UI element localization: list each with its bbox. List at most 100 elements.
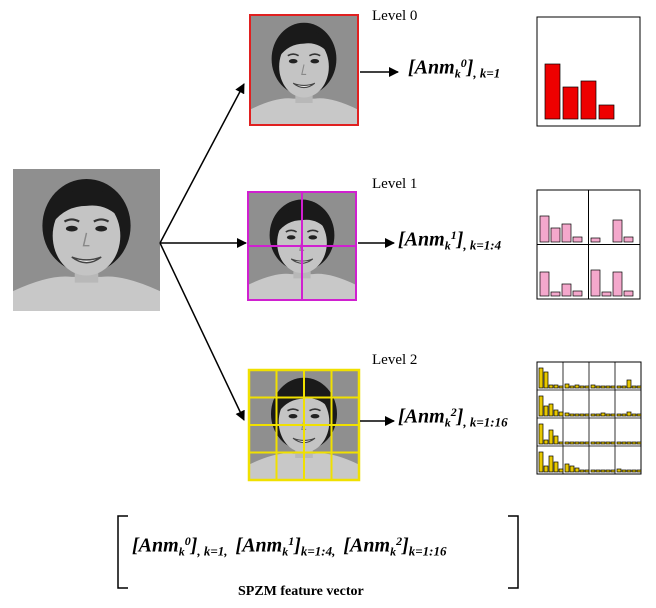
histogram-bar: [564, 383, 570, 389]
feature-vector-caption: SPZM feature vector: [238, 584, 364, 599]
histogram-bar: [574, 467, 580, 473]
histogram-bar: [580, 80, 597, 120]
histogram-bar: [631, 441, 637, 445]
histogram-bar: [605, 385, 611, 389]
histogram-bar: [538, 395, 544, 417]
histogram-bar: [631, 385, 637, 389]
histogram-bar: [590, 237, 601, 243]
histogram-bar: [548, 384, 554, 389]
histogram-bar: [590, 469, 596, 473]
histogram-bar: [553, 435, 559, 445]
histogram-bar: [590, 441, 596, 445]
histogram-bar: [538, 451, 544, 473]
histogram-bar: [550, 227, 561, 243]
histogram-bar: [610, 413, 616, 417]
histogram-bar: [600, 441, 606, 445]
histogram-bar: [558, 468, 564, 473]
level-2-formula: [Anmk2], k=1:16: [398, 405, 508, 430]
histogram-bar: [544, 63, 561, 120]
histogram-bar: [626, 411, 632, 417]
histogram-bar: [584, 469, 590, 473]
level-1-formula: [Anmk1], k=1:4: [398, 228, 502, 253]
histogram-bar: [616, 413, 622, 417]
histogram-bar: [569, 385, 575, 389]
histogram-bar: [553, 461, 559, 473]
histogram-bar: [538, 423, 544, 445]
histogram-bar: [550, 291, 561, 297]
histogram-bar: [584, 441, 590, 445]
histogram-bar: [553, 409, 559, 417]
histogram-bar: [621, 413, 627, 417]
histogram-bar: [623, 236, 634, 243]
histogram-bar: [610, 469, 616, 473]
histogram-bar: [626, 441, 632, 445]
histogram-bar: [572, 236, 583, 243]
level-0-histogram: [536, 16, 641, 127]
histogram-bar: [579, 385, 585, 389]
histogram-bar: [569, 465, 575, 473]
histogram-bar: [636, 385, 642, 389]
histogram-bar: [579, 441, 585, 445]
histogram-bar: [548, 455, 554, 473]
histogram-bar: [616, 441, 622, 445]
left-bracket: [117, 515, 128, 589]
histogram-bar: [569, 413, 575, 417]
histogram-bar: [600, 469, 606, 473]
level-2-image: [247, 368, 361, 482]
right-bracket: [508, 515, 519, 589]
histogram-bar: [631, 413, 637, 417]
histogram-bar: [590, 269, 601, 297]
branch-arrows: [159, 83, 247, 421]
histogram-bar: [621, 441, 627, 445]
histogram-bar: [631, 469, 637, 473]
histogram-bar: [539, 271, 550, 297]
histogram-bar: [605, 469, 611, 473]
level-2-label: Level 2: [372, 352, 418, 368]
histogram-bar: [636, 441, 642, 445]
histogram-bar: [564, 412, 570, 417]
arrow-to-level-0: [159, 83, 245, 244]
histogram-bar: [579, 469, 585, 473]
histogram-bar: [543, 371, 549, 389]
histogram-bar: [590, 413, 596, 417]
histogram-bar: [605, 413, 611, 417]
histogram-bar: [548, 429, 554, 445]
histogram-bar: [616, 385, 622, 389]
source-face-image: [11, 167, 162, 313]
histogram-bar: [572, 290, 583, 297]
feature-vector-brackets: [117, 515, 519, 589]
histogram-bar: [595, 441, 601, 445]
histogram-bar: [610, 441, 616, 445]
histogram-bar: [612, 271, 623, 297]
histogram-bar: [574, 441, 580, 445]
level-1-histogram: [536, 189, 641, 300]
histogram-bar: [558, 441, 564, 445]
level-2-histogram: [536, 361, 642, 475]
histogram-bar: [595, 469, 601, 473]
histogram-bar: [548, 403, 554, 417]
histogram-bar: [621, 469, 627, 473]
histogram-bar: [564, 463, 570, 473]
histogram-bar: [574, 413, 580, 417]
histogram-bar: [543, 405, 549, 417]
histogram-bar: [562, 86, 579, 120]
histogram-bar: [553, 384, 559, 389]
histogram-bar: [569, 441, 575, 445]
histogram-bar: [579, 413, 585, 417]
histogram-bar: [626, 379, 632, 389]
histogram-bar: [543, 439, 549, 445]
histogram-bar: [539, 215, 550, 243]
histogram-bar: [601, 291, 612, 297]
feature-vector-formula: [Anmk0], k=1, [Anmk1]k=1:4, [Anmk2]k=1:1…: [132, 534, 447, 559]
level-0-formula: [Anmk0], k=1: [408, 56, 501, 81]
histogram-bar: [561, 283, 572, 297]
histogram-bar: [538, 367, 544, 389]
histogram-bar: [595, 385, 601, 389]
level-1-image: [247, 191, 357, 301]
histogram-bar: [623, 290, 634, 297]
histogram-bar: [595, 413, 601, 417]
histogram-bar: [574, 384, 580, 389]
histogram-bar: [558, 411, 564, 417]
histogram-bar: [543, 465, 549, 473]
